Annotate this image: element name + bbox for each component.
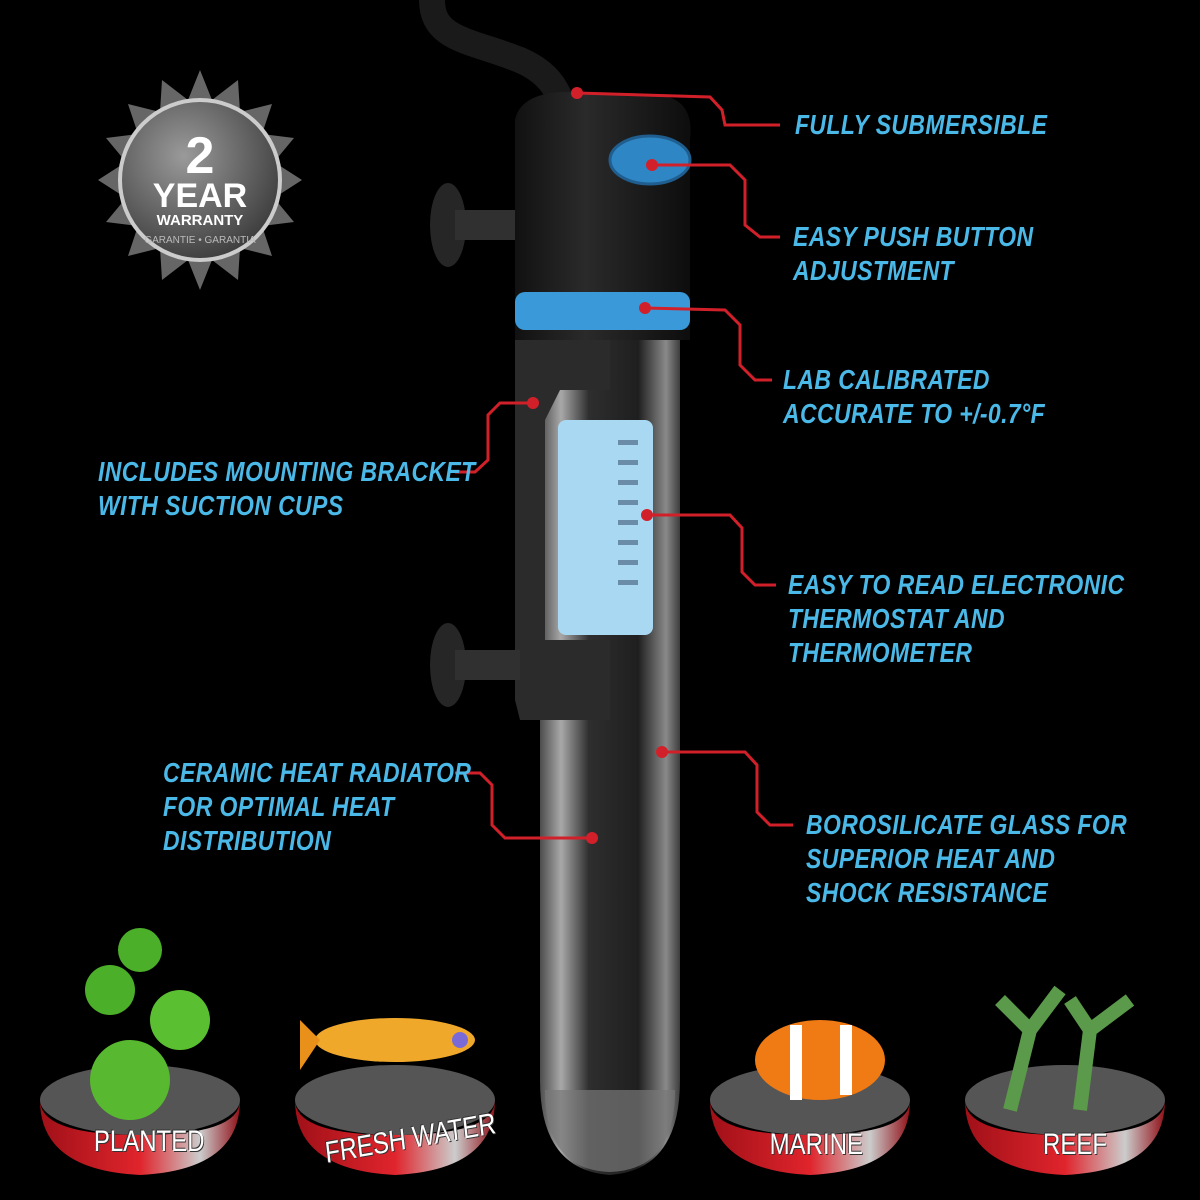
callout-line: WITH SUCTION CUPS [98,490,344,521]
callout-line: SUPERIOR HEAT AND [806,843,1056,874]
blue-ring [515,292,690,330]
warranty-seal [98,70,302,290]
habitat-label-reef: REEF [1043,1128,1108,1161]
callout-line: CERAMIC HEAT RADIATOR [163,757,472,788]
callout-line: FULLY SUBMERSIBLE [795,109,1048,140]
habitat-badge-reef-graphic [965,985,1165,1175]
warranty-year: YEAR [152,177,248,215]
callout-lab-calibrated: LAB CALIBRATED ACCURATE TO +/-0.7°F [783,363,1045,431]
callout-borosilicate: BOROSILICATE GLASS FOR SUPERIOR HEAT AND… [806,808,1127,910]
callout-line: THERMOSTAT AND [788,603,1006,634]
callout-fully-submersible: FULLY SUBMERSIBLE [795,108,1047,142]
habitat-label-planted: PLANTED [93,1125,205,1158]
leader-dots [527,87,668,844]
callout-line: EASY PUSH BUTTON [793,221,1034,252]
warranty-badge: 2 YEAR WARRANTY GARANTIE • GARANTIA [120,110,280,246]
leader-lines [455,91,793,840]
warranty-text: WARRANTY [156,212,244,229]
suction-cup-upper [430,183,520,267]
callout-ceramic: CERAMIC HEAT RADIATOR FOR OPTIMAL HEAT D… [163,756,471,858]
callout-line: BOROSILICATE GLASS FOR [806,809,1128,840]
callout-line: ADJUSTMENT [793,255,955,286]
thermometer-strip [558,420,653,635]
callout-line: ACCURATE TO +/-0.7°F [783,398,1046,429]
callout-thermostat: EASY TO READ ELECTRONIC THERMOSTAT AND T… [788,568,1124,670]
suction-cup-lower [430,623,520,707]
callout-line: INCLUDES MOUNTING BRACKET [98,456,476,487]
mounting-bracket [515,335,610,720]
callout-line: FOR OPTIMAL HEAT [163,791,395,822]
warranty-number: 2 [185,127,215,185]
callout-line: DISTRIBUTION [163,825,332,856]
warranty-ring-text: GARANTIE • GARANTIA [144,235,256,246]
habitat-label-marine: MARINE [769,1128,864,1161]
callout-line: LAB CALIBRATED [783,364,990,395]
habitat-badge-freshwater-graphic [295,1018,495,1175]
callout-push-button: EASY PUSH BUTTON ADJUSTMENT [793,220,1033,288]
callout-line: THERMOMETER [788,637,973,668]
habitat-badge-marine-graphic [710,1020,910,1175]
callout-line: EASY TO READ ELECTRONIC [788,569,1125,600]
habitat-badge-planted-graphic [40,928,240,1175]
callout-line: SHOCK RESISTANCE [806,877,1049,908]
callout-mounting-bracket: INCLUDES MOUNTING BRACKET WITH SUCTION C… [98,455,476,523]
